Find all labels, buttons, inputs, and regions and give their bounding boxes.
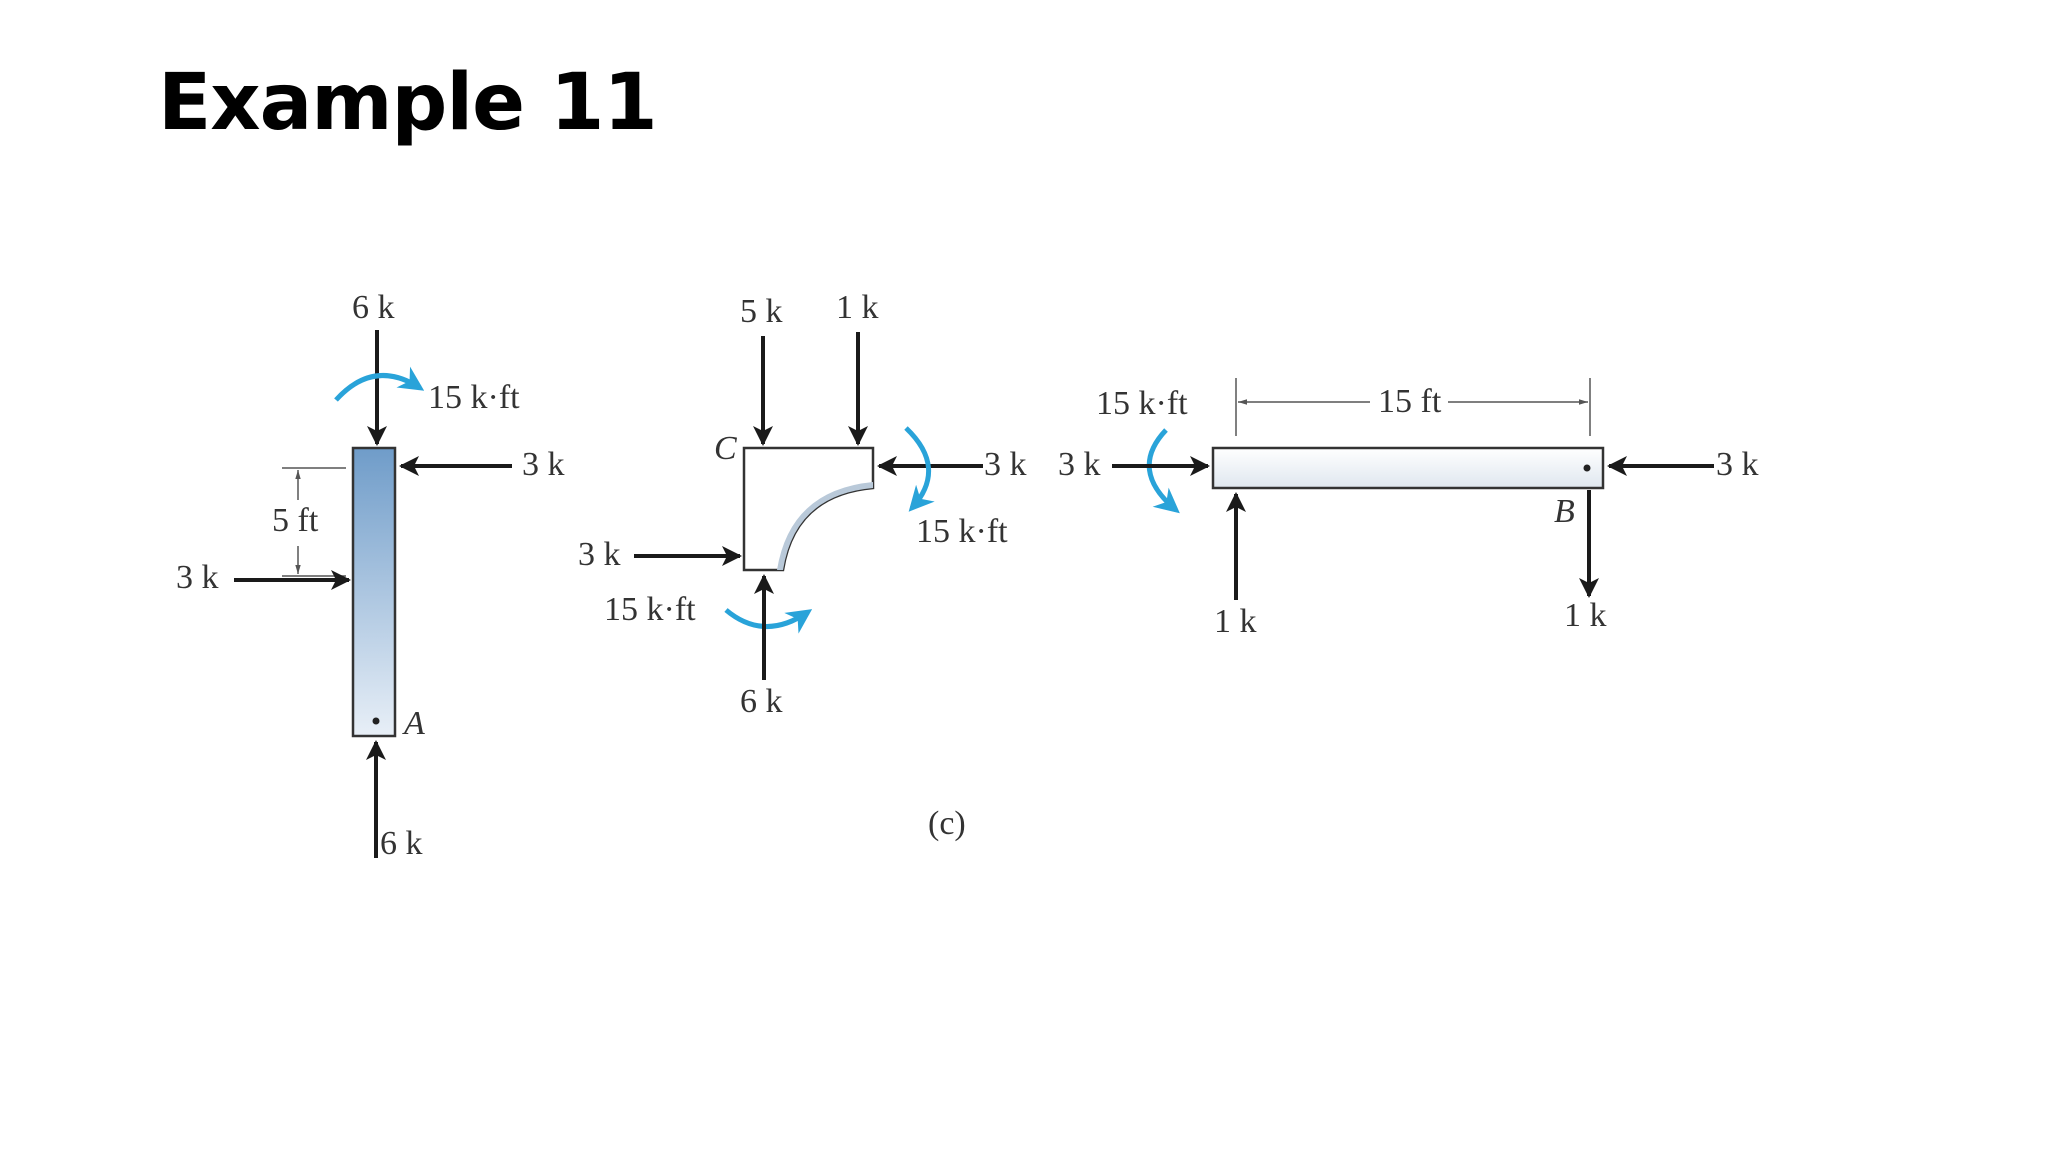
corner-right-moment-label: 15 k·ft — [916, 513, 1008, 550]
beam-left-moment-label: 15 k·ft — [1096, 385, 1188, 422]
point-b-marker — [1583, 464, 1591, 472]
beam-member — [1211, 446, 1605, 490]
corner-left-force-label: 3 k — [578, 536, 621, 573]
corner-bottom-moment-label: 15 k·ft — [604, 591, 696, 628]
column-left-force-label: 3 k — [176, 559, 219, 596]
column-top-moment-arrow — [334, 366, 425, 402]
column-top-moment-label: 15 k·ft — [428, 379, 520, 416]
point-b-label: B — [1554, 493, 1575, 530]
beam-left-reaction-label: 1 k — [1214, 603, 1257, 640]
beam-right-force-label: 3 k — [1716, 446, 1759, 483]
corner-member-group: C 5 k 1 k 3 k 15 k·ft 3 k 15 k·ft 6 k — [578, 289, 1027, 720]
column-bottom-force-label: 6 k — [380, 825, 423, 862]
corner-bottom-force-label: 6 k — [740, 683, 783, 720]
column-top-force-label: 6 k — [352, 289, 395, 326]
beam-right-reaction-label: 1 k — [1564, 597, 1607, 634]
column-dimension-label: 5 ft — [272, 502, 319, 539]
corner-member-shading — [777, 482, 873, 570]
figure-caption: (c) — [928, 805, 966, 842]
point-c-label: C — [714, 430, 737, 467]
column-right-force-label: 3 k — [522, 446, 565, 483]
corner-right-force-label: 3 k — [984, 446, 1027, 483]
corner-top-right-force-label: 1 k — [836, 289, 879, 326]
beam-left-moment-arrow — [1146, 428, 1180, 514]
column-member — [351, 446, 397, 738]
beam-member-group: 15 ft 15 k·ft 3 k 3 k B 1 k 1 k — [1058, 378, 1759, 640]
corner-bottom-moment-arrow — [724, 608, 813, 634]
corner-top-left-force-label: 5 k — [740, 293, 783, 330]
corner-right-moment-arrow — [904, 426, 935, 512]
point-a-label: A — [402, 705, 425, 742]
column-member-group: 6 k 15 k·ft 3 k 5 ft 3 k A 6 k — [176, 289, 565, 862]
slide-title: Example 11 — [158, 58, 658, 148]
beam-left-force-label: 3 k — [1058, 446, 1101, 483]
point-a-marker — [372, 717, 380, 725]
beam-span-label: 15 ft — [1378, 383, 1442, 420]
